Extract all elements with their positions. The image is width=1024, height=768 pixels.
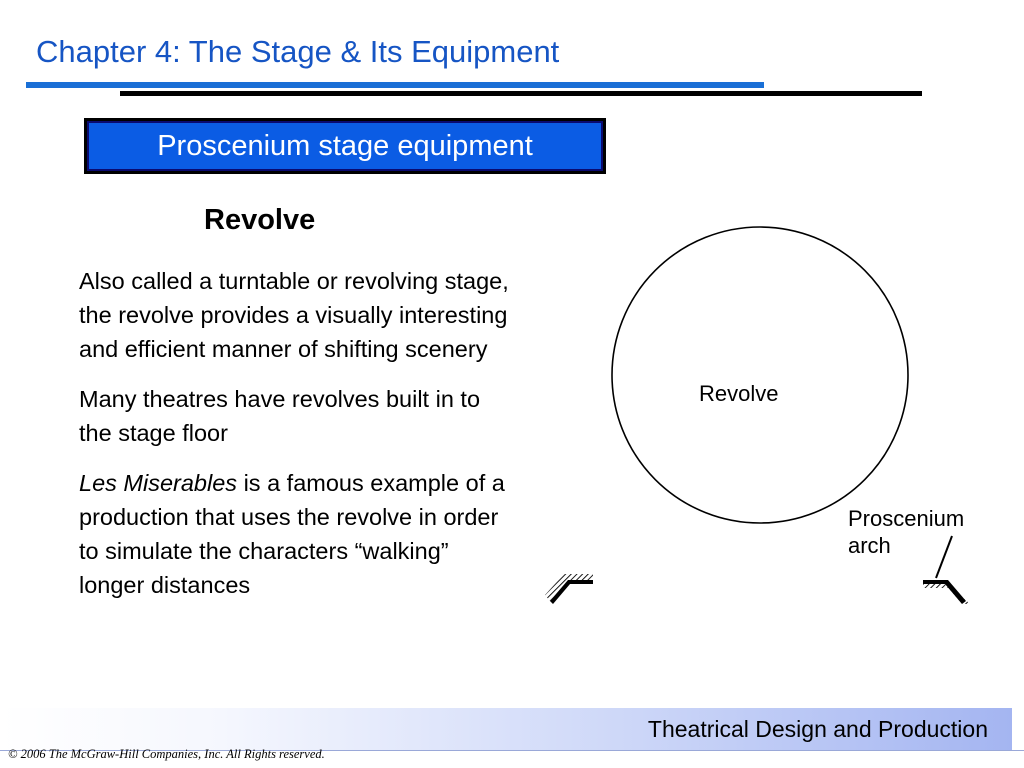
footer-divider	[0, 750, 1024, 751]
title-underline-blue	[26, 82, 764, 88]
footer-band: Theatrical Design and Production	[0, 708, 1012, 750]
paragraph-definition: Also called a turntable or revolving sta…	[79, 268, 509, 362]
section-label: Proscenium stage equipment	[157, 129, 533, 162]
topic-heading: Revolve	[204, 204, 316, 236]
body-text: Also called a turntable or revolving sta…	[79, 264, 519, 618]
revolve-circle	[611, 226, 909, 524]
section-banner: Proscenium stage equipment	[84, 118, 606, 174]
paragraph-example: Les Miserables is a famous example of a …	[79, 466, 519, 602]
production-title: Les Miserables	[79, 470, 238, 496]
revolve-label: Revolve	[699, 381, 778, 406]
footer-book-title: Theatrical Design and Production	[647, 716, 988, 742]
arch-label-line1: Proscenium	[848, 506, 964, 531]
proscenium-wall-left	[545, 574, 593, 604]
arch-pointer-line	[935, 535, 953, 579]
paragraph-example-text: is a famous example of a production that…	[79, 470, 505, 598]
copyright-notice: © 2006 The McGraw-Hill Companies, Inc. A…	[8, 747, 325, 761]
paragraph-theatres: Many theatres have revolves built in to …	[79, 386, 481, 446]
chapter-title: Chapter 4: The Stage & Its Equipment	[36, 34, 560, 69]
revolve-diagram: Revolve Proscenium arch	[545, 226, 970, 604]
arch-label-line2: arch	[848, 533, 891, 558]
proscenium-wall-right	[923, 580, 970, 604]
title-underline-black	[120, 91, 922, 96]
